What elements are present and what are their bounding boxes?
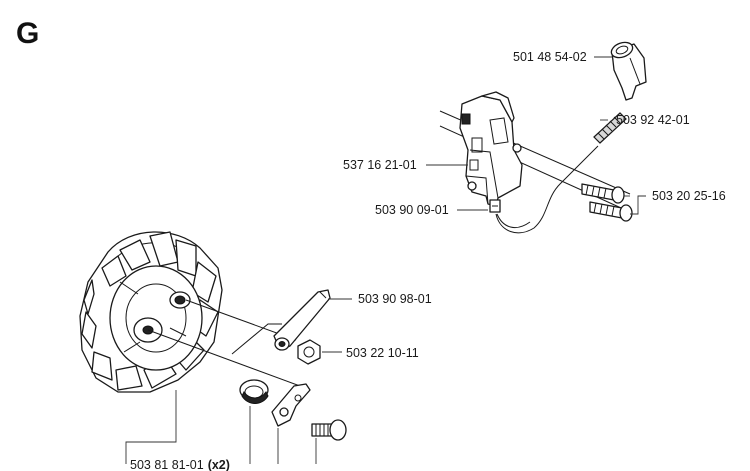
leader-lines <box>125 56 646 464</box>
label-flywheel-spring-qty: (x2) <box>208 458 230 471</box>
label-spring: 503 92 42-01 <box>616 113 690 127</box>
pawl-plate-drawing <box>271 383 311 427</box>
label-ignition-module: 537 16 21-01 <box>343 158 417 172</box>
spark-plug-cap-drawing <box>610 41 647 101</box>
label-wire-terminal: 503 90 09-01 <box>375 203 449 217</box>
flywheel-spring-drawing <box>239 379 269 404</box>
part-labels: 501 48 54-02 503 92 42-01 537 16 21-01 5… <box>130 50 726 471</box>
ignition-module-drawing <box>439 91 631 234</box>
pawl-arm-drawing <box>273 289 331 351</box>
nut-drawing <box>297 339 321 365</box>
flywheel-drawing <box>79 231 223 393</box>
label-cap: 501 48 54-02 <box>513 50 587 64</box>
spring-drawing <box>593 112 627 144</box>
section-letter: G <box>16 17 39 50</box>
label-nut: 503 22 10-11 <box>346 346 419 360</box>
label-flywheel-spring-number: 503 81 81-01 <box>130 458 204 471</box>
pin-drawing <box>311 419 347 441</box>
label-screw-pair: 503 20 25-16 <box>652 189 726 203</box>
label-pawl-arm: 503 90 98-01 <box>358 292 432 306</box>
screws-drawing <box>581 183 633 222</box>
label-flywheel-spring: 503 81 81-01 (x2) <box>130 458 230 471</box>
